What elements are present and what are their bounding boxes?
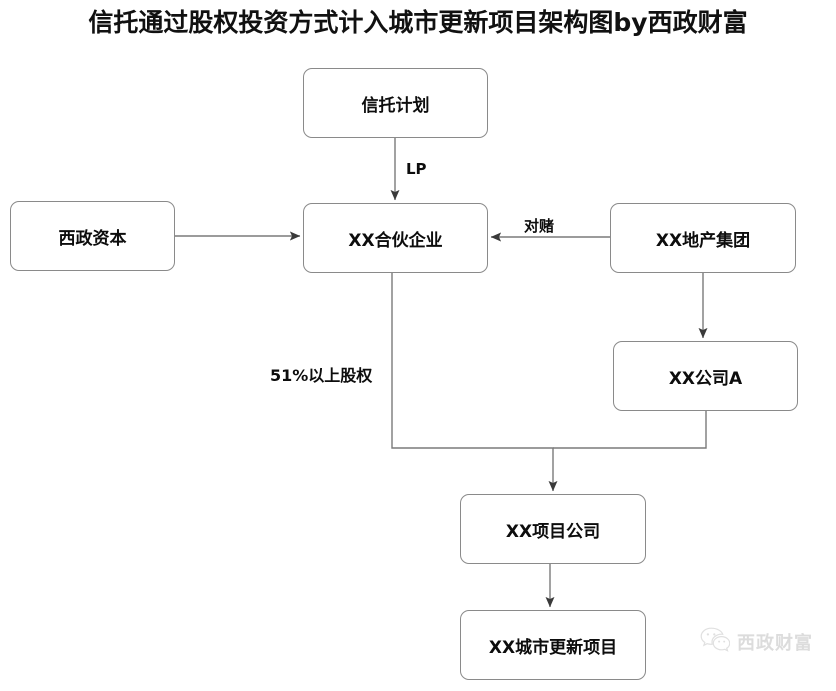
node-xizheng-capital-label: 西政资本	[58, 228, 127, 249]
node-partnership[interactable]: XX合伙企业	[303, 203, 488, 273]
edge-partnership-to-project-company	[391, 273, 558, 492]
node-project-company-label: XX项目公司	[505, 521, 601, 542]
edge-label-lp: LP	[406, 160, 427, 178]
edge-company-a-to-project-company	[553, 411, 707, 449]
node-company-a[interactable]: XX公司A	[613, 341, 798, 411]
node-trust-plan[interactable]: 信托计划	[303, 68, 488, 138]
node-company-a-label: XX公司A	[668, 368, 743, 389]
node-property-group[interactable]: XX地产集团	[610, 203, 796, 273]
node-xizheng-capital[interactable]: 西政资本	[10, 201, 175, 271]
watermark-label: 西政财富	[737, 633, 813, 654]
node-trust-plan-label: 信托计划	[361, 95, 430, 116]
node-urban-renewal-label: XX城市更新项目	[488, 637, 618, 658]
node-partnership-label: XX合伙企业	[348, 230, 443, 251]
edge-label-equity: 51%以上股权	[270, 366, 373, 385]
node-property-group-label: XX地产集团	[655, 230, 751, 251]
page-title: 信托通过股权投资方式计入城市更新项目架构图by西政财富	[88, 8, 748, 37]
edge-label-bet: 对赌	[524, 217, 555, 235]
node-project-company[interactable]: XX项目公司	[460, 494, 646, 564]
node-urban-renewal[interactable]: XX城市更新项目	[460, 610, 646, 680]
watermark: 西政财富	[700, 627, 813, 657]
wechat-icon	[700, 627, 731, 657]
